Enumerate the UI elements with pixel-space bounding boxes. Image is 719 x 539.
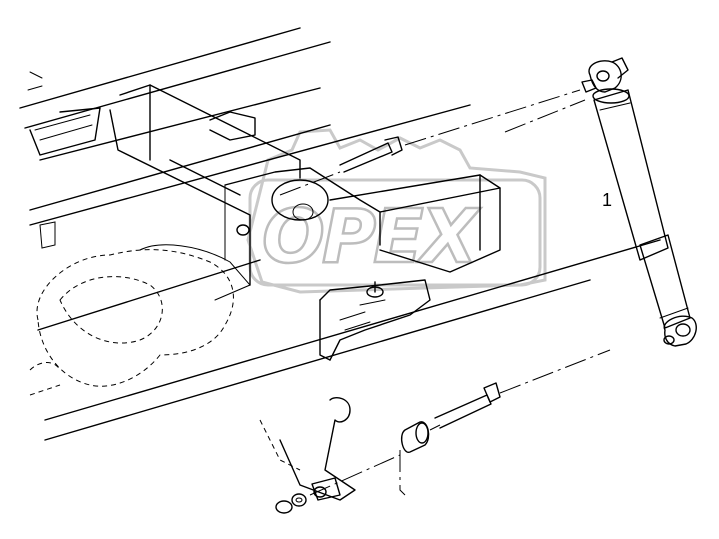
rubber-bushing — [400, 421, 441, 453]
lower-mount-bolt — [434, 349, 611, 429]
upper-shock-mount — [224, 167, 501, 273]
bracket-leader — [399, 450, 406, 496]
shock-absorber — [504, 57, 697, 347]
lower-frame-bracket — [319, 279, 431, 361]
axle-housing — [29, 244, 251, 396]
part-number-callout-1: 1 — [602, 190, 612, 210]
upper-mount-bolt — [279, 89, 581, 196]
lower-nut-washer — [275, 454, 401, 514]
axle-bracket — [259, 397, 356, 501]
